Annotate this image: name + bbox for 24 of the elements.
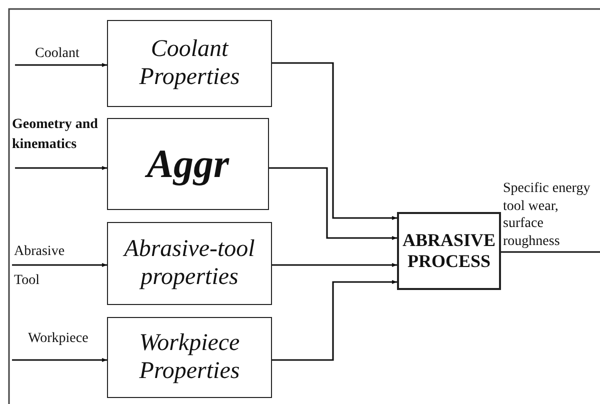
arrow: [15, 63, 107, 67]
input-box: [107, 317, 272, 398]
edge-label: Coolant: [35, 45, 80, 63]
edge-label: Workpiece: [28, 330, 90, 348]
input-box: [107, 20, 272, 107]
box-label: Aggr: [146, 141, 230, 187]
process-box: [397, 212, 501, 290]
arrow: [15, 166, 107, 170]
arrow: [272, 263, 397, 267]
input-box: [107, 118, 269, 210]
output-line: [501, 251, 600, 253]
arrow: [272, 62, 397, 220]
arrow: [272, 280, 397, 361]
arrow: [269, 167, 397, 240]
box-label: Coolant Properties: [138, 36, 241, 92]
edge-label: Specific energy tool wear, surface roughness: [503, 180, 592, 250]
edge-label: Geometry and kinematics: [12, 116, 99, 154]
process-title: ABRASIVE PROCESS: [401, 230, 497, 272]
box-label: Workpiece Properties: [138, 330, 241, 386]
arrow: [12, 358, 107, 362]
box-label: Abrasive-tool properties: [122, 236, 256, 292]
arrow: [12, 263, 107, 267]
edge-label: Abrasive Tool: [14, 243, 66, 290]
input-box: [107, 222, 272, 305]
